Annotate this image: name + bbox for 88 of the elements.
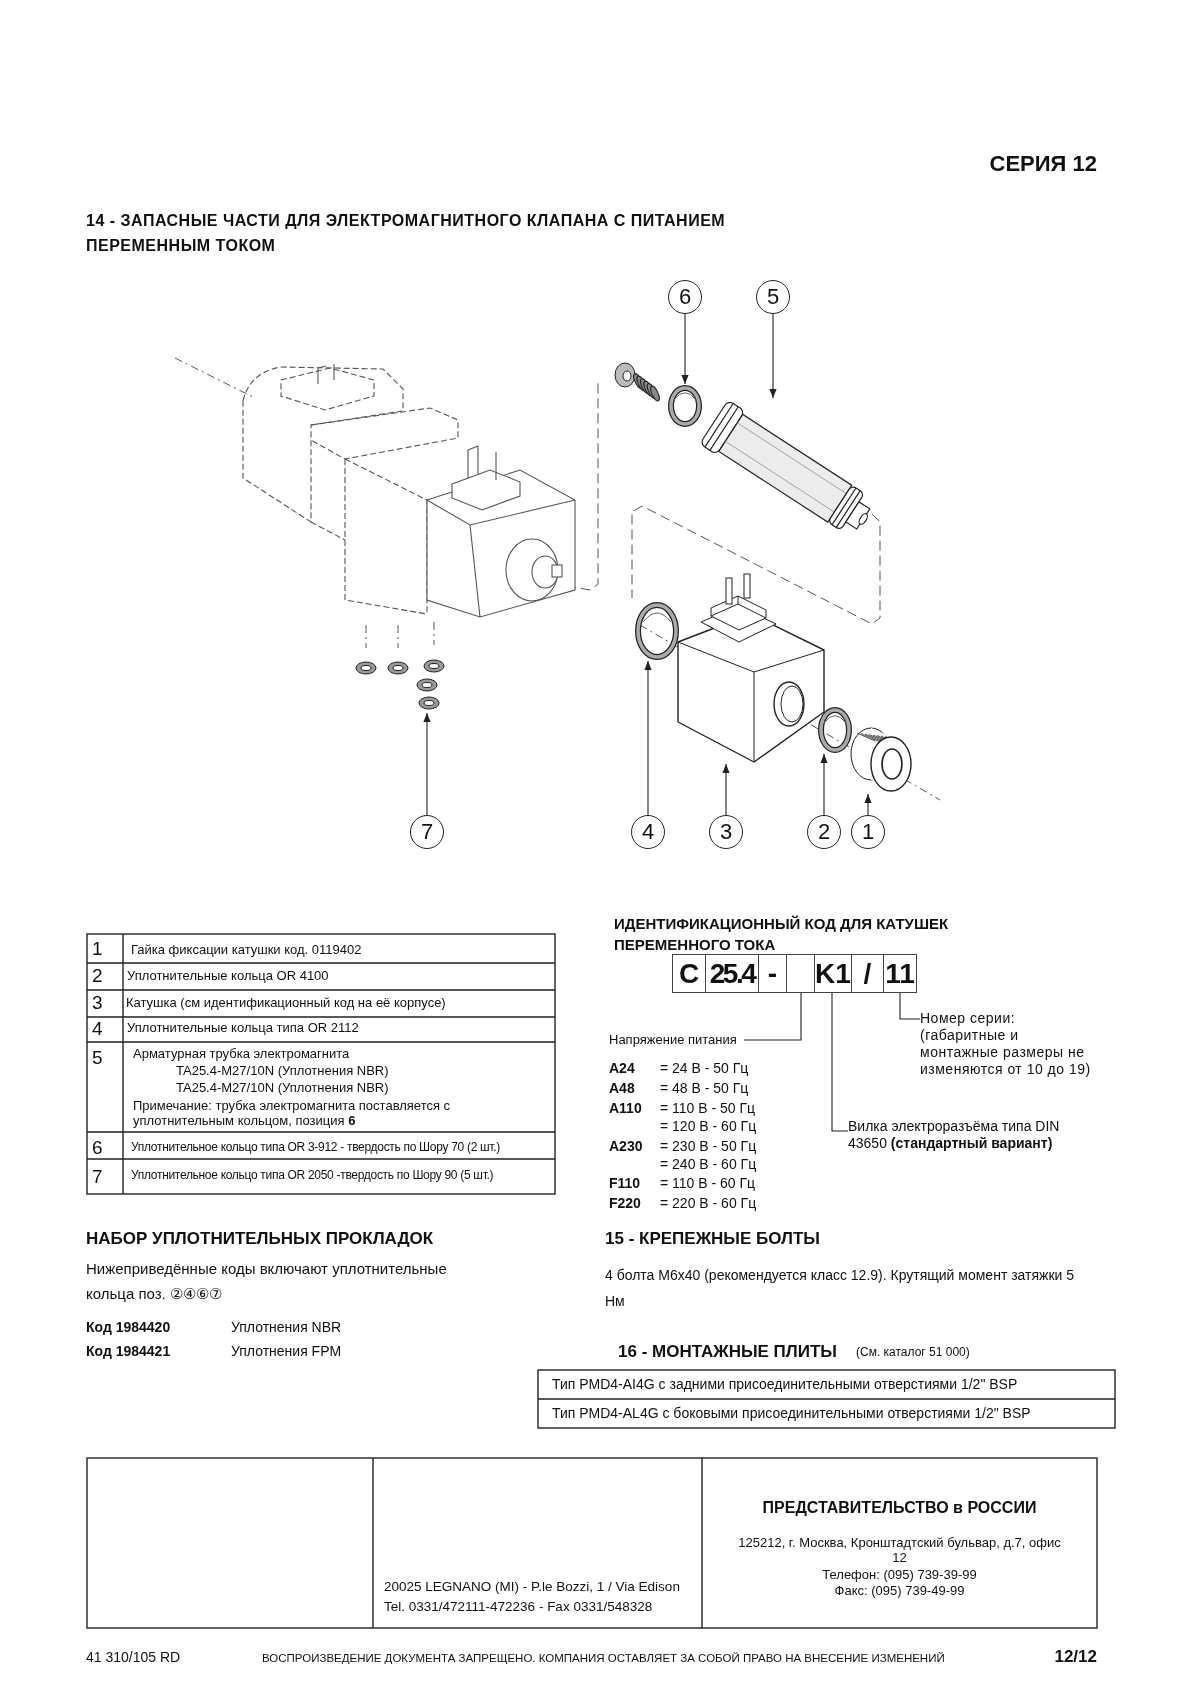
- code-segment: [786, 954, 815, 993]
- voltage-value: = 24 В - 50 Гц: [660, 1059, 750, 1077]
- o-ring-drawing: [667, 384, 703, 428]
- kit-description: Уплотнения NBR: [231, 1318, 343, 1336]
- callout-number: 2: [807, 815, 841, 849]
- office-heading: ПРЕДСТАВИТЕЛЬСТВО в РОССИИ: [761, 1498, 1038, 1518]
- callout-number: 3: [709, 815, 743, 849]
- page-number: 12/12: [1053, 1646, 1097, 1667]
- contact-text: Телефон: (095) 739-39-99: [821, 1567, 978, 1583]
- callout-number: 1: [851, 815, 885, 849]
- page-title: 14 - ЗАПАСНЫЕ ЧАСТИ ДЛЯ ЭЛЕКТРОМАГНИТНОГО КЛАПАНА С ПИТАНИЕМ ПЕРЕМЕННЫМ ТОКОМ: [86, 211, 727, 256]
- leader-line: [722, 763, 730, 816]
- callout-number: 5: [756, 280, 790, 314]
- code-segment: 11: [883, 954, 917, 993]
- section-heading: ИДЕНТИФИКАЦИОННЫЙ КОД ДЛЯ КАТУШЕК ПЕРЕМЕННОГО ТОКА: [614, 914, 950, 955]
- leader-line: [743, 992, 802, 1041]
- code-segment: -: [758, 954, 787, 993]
- row-number: 5: [92, 1046, 104, 1070]
- kit-code: Код 1984420: [86, 1318, 172, 1336]
- leader-line: [644, 660, 652, 816]
- voltage-code: A48: [609, 1079, 636, 1097]
- voltage-value: = 110 В - 60 Гц: [660, 1174, 757, 1192]
- row-number: 4: [92, 1017, 104, 1041]
- o-ring-drawing: [817, 706, 853, 754]
- voltage-value: = 120 В - 60 Гц: [660, 1117, 758, 1135]
- part-description: Уплотнительные кольца типа OR 2112: [127, 1020, 360, 1036]
- catalog-reference: (См. каталог 51 000): [856, 1345, 971, 1360]
- seal-rings-drawing: [354, 657, 446, 713]
- voltage-code: A24: [609, 1059, 636, 1077]
- code-note: Номер серии: (габаритные и монтажные размеры не изменяются от 10 до 19): [920, 1010, 1092, 1078]
- address-text: 125212, г. Москва, Кронштадтский бульвар, д.7, офис 12: [737, 1535, 1062, 1565]
- plate-description: Тип PMD4-AL4G с боковыми присоединительными отверстиями 1/2" BSP: [552, 1404, 1032, 1422]
- code-segment: K1: [814, 954, 852, 993]
- leader-line: [769, 313, 777, 399]
- address-text: 20025 LEGNANO (MI) - P.le Bozzi, 1 / Via Edison: [384, 1578, 681, 1595]
- part-code: TA25.4-M27/10N (Уплотнения NBR): [176, 1063, 390, 1079]
- leader-line: [681, 313, 689, 385]
- part-description: Катушка (см идентификационный код на её корпусе): [126, 995, 447, 1011]
- row-number: 6: [92, 1136, 104, 1160]
- callout-number: 6: [668, 280, 702, 314]
- kit-description: Уплотнения FPM: [231, 1342, 343, 1360]
- code-note: Вилка электроразъёма типа DIN 43650 (стандартный вариант): [848, 1118, 1093, 1152]
- voltage-value: = 110 В - 50 Гц: [660, 1099, 757, 1117]
- row-number: 7: [92, 1165, 104, 1189]
- part-description: Уплотнительные кольца OR 4100: [127, 968, 330, 984]
- part-description: Гайка фиксации катушки код. 0119402: [131, 942, 363, 958]
- voltage-code: F110: [609, 1174, 642, 1192]
- row-number: 2: [92, 964, 104, 988]
- document-number: 41 310/105 RD: [86, 1648, 182, 1666]
- leader-line: [423, 712, 431, 816]
- part-description: Уплотнительное кольцо типа OR 2050 -твердость по Шору 90 (5 шт.): [131, 1168, 495, 1183]
- section-heading: 15 - КРЕПЕЖНЫЕ БОЛТЫ: [605, 1228, 821, 1249]
- o-ring-drawing: [634, 601, 680, 661]
- coil-drawing: [676, 572, 826, 764]
- voltage-value: = 48 В - 50 Гц: [660, 1079, 750, 1097]
- note-text: Примечание: трубка электромагнита поставляется с уплотнительным кольцом, позиция 6: [133, 1098, 452, 1128]
- row-number: 3: [92, 991, 104, 1015]
- contact-text: Tel. 0331/472111-472236 - Fax 0331/548328: [384, 1598, 654, 1615]
- body-text: 4 болта M6x40 (рекомендуется класс 12.9). Крутящий момент затяжки 5 Нм: [605, 1266, 1075, 1311]
- voltage-code: A230: [609, 1137, 644, 1155]
- code-note: Напряжение питания: [609, 1031, 744, 1048]
- series-label: СЕРИЯ 12: [988, 150, 1097, 178]
- voltage-value: = 240 В - 60 Гц: [660, 1155, 758, 1173]
- leader-line: [820, 753, 828, 816]
- voltage-code: F220: [609, 1194, 642, 1212]
- plate-description: Тип PMD4-AI4G с задними присоединительными отверстиями 1/2" BSP: [552, 1375, 1019, 1393]
- code-segment: C: [672, 954, 706, 993]
- part-description: Арматурная трубка электромагнита: [133, 1046, 351, 1062]
- voltage-value: = 230 В - 50 Гц: [660, 1137, 758, 1155]
- row-number: 1: [92, 937, 104, 961]
- leader-line: [899, 992, 921, 1020]
- voltage-value: = 220 В - 60 Гц: [660, 1194, 758, 1212]
- contact-text: Факс: (095) 739-49-99: [833, 1583, 966, 1599]
- section-heading: 16 - МОНТАЖНЫЕ ПЛИТЫ: [618, 1341, 838, 1362]
- voltage-code: A110: [609, 1099, 643, 1117]
- callout-number: 4: [631, 815, 665, 849]
- code-segment: 25.4: [705, 954, 759, 993]
- part-code: TA25.4-M27/10N (Уплотнения NBR): [176, 1080, 390, 1096]
- body-text: Нижеприведённые коды включают уплотнительные кольца поз. ②④⑥⑦: [86, 1259, 448, 1304]
- section-heading: НАБОР УПЛОТНИТЕЛЬНЫХ ПРОКЛАДОК: [86, 1228, 435, 1249]
- disclaimer-text: ВОСПРОИЗВЕДЕНИЕ ДОКУМЕНТА ЗАПРЕЩЕНО. КОМПАНИЯ ОСТАВЛЯЕТ ЗА СОБОЙ ПРАВО НА ВНЕСЕНИЕ ИЗМЕНЕНИЙ: [262, 1651, 946, 1665]
- code-segment: /: [851, 954, 884, 993]
- part-description: Уплотнительное кольцо типа OR 3-912 - твердость по Шору 70 (2 шт.): [131, 1140, 501, 1155]
- leader-line: [864, 793, 872, 816]
- kit-code: Код 1984421: [86, 1342, 172, 1360]
- leader-line: [831, 992, 849, 1132]
- ring-nut-drawing: [849, 724, 913, 794]
- callout-number: 7: [410, 815, 444, 849]
